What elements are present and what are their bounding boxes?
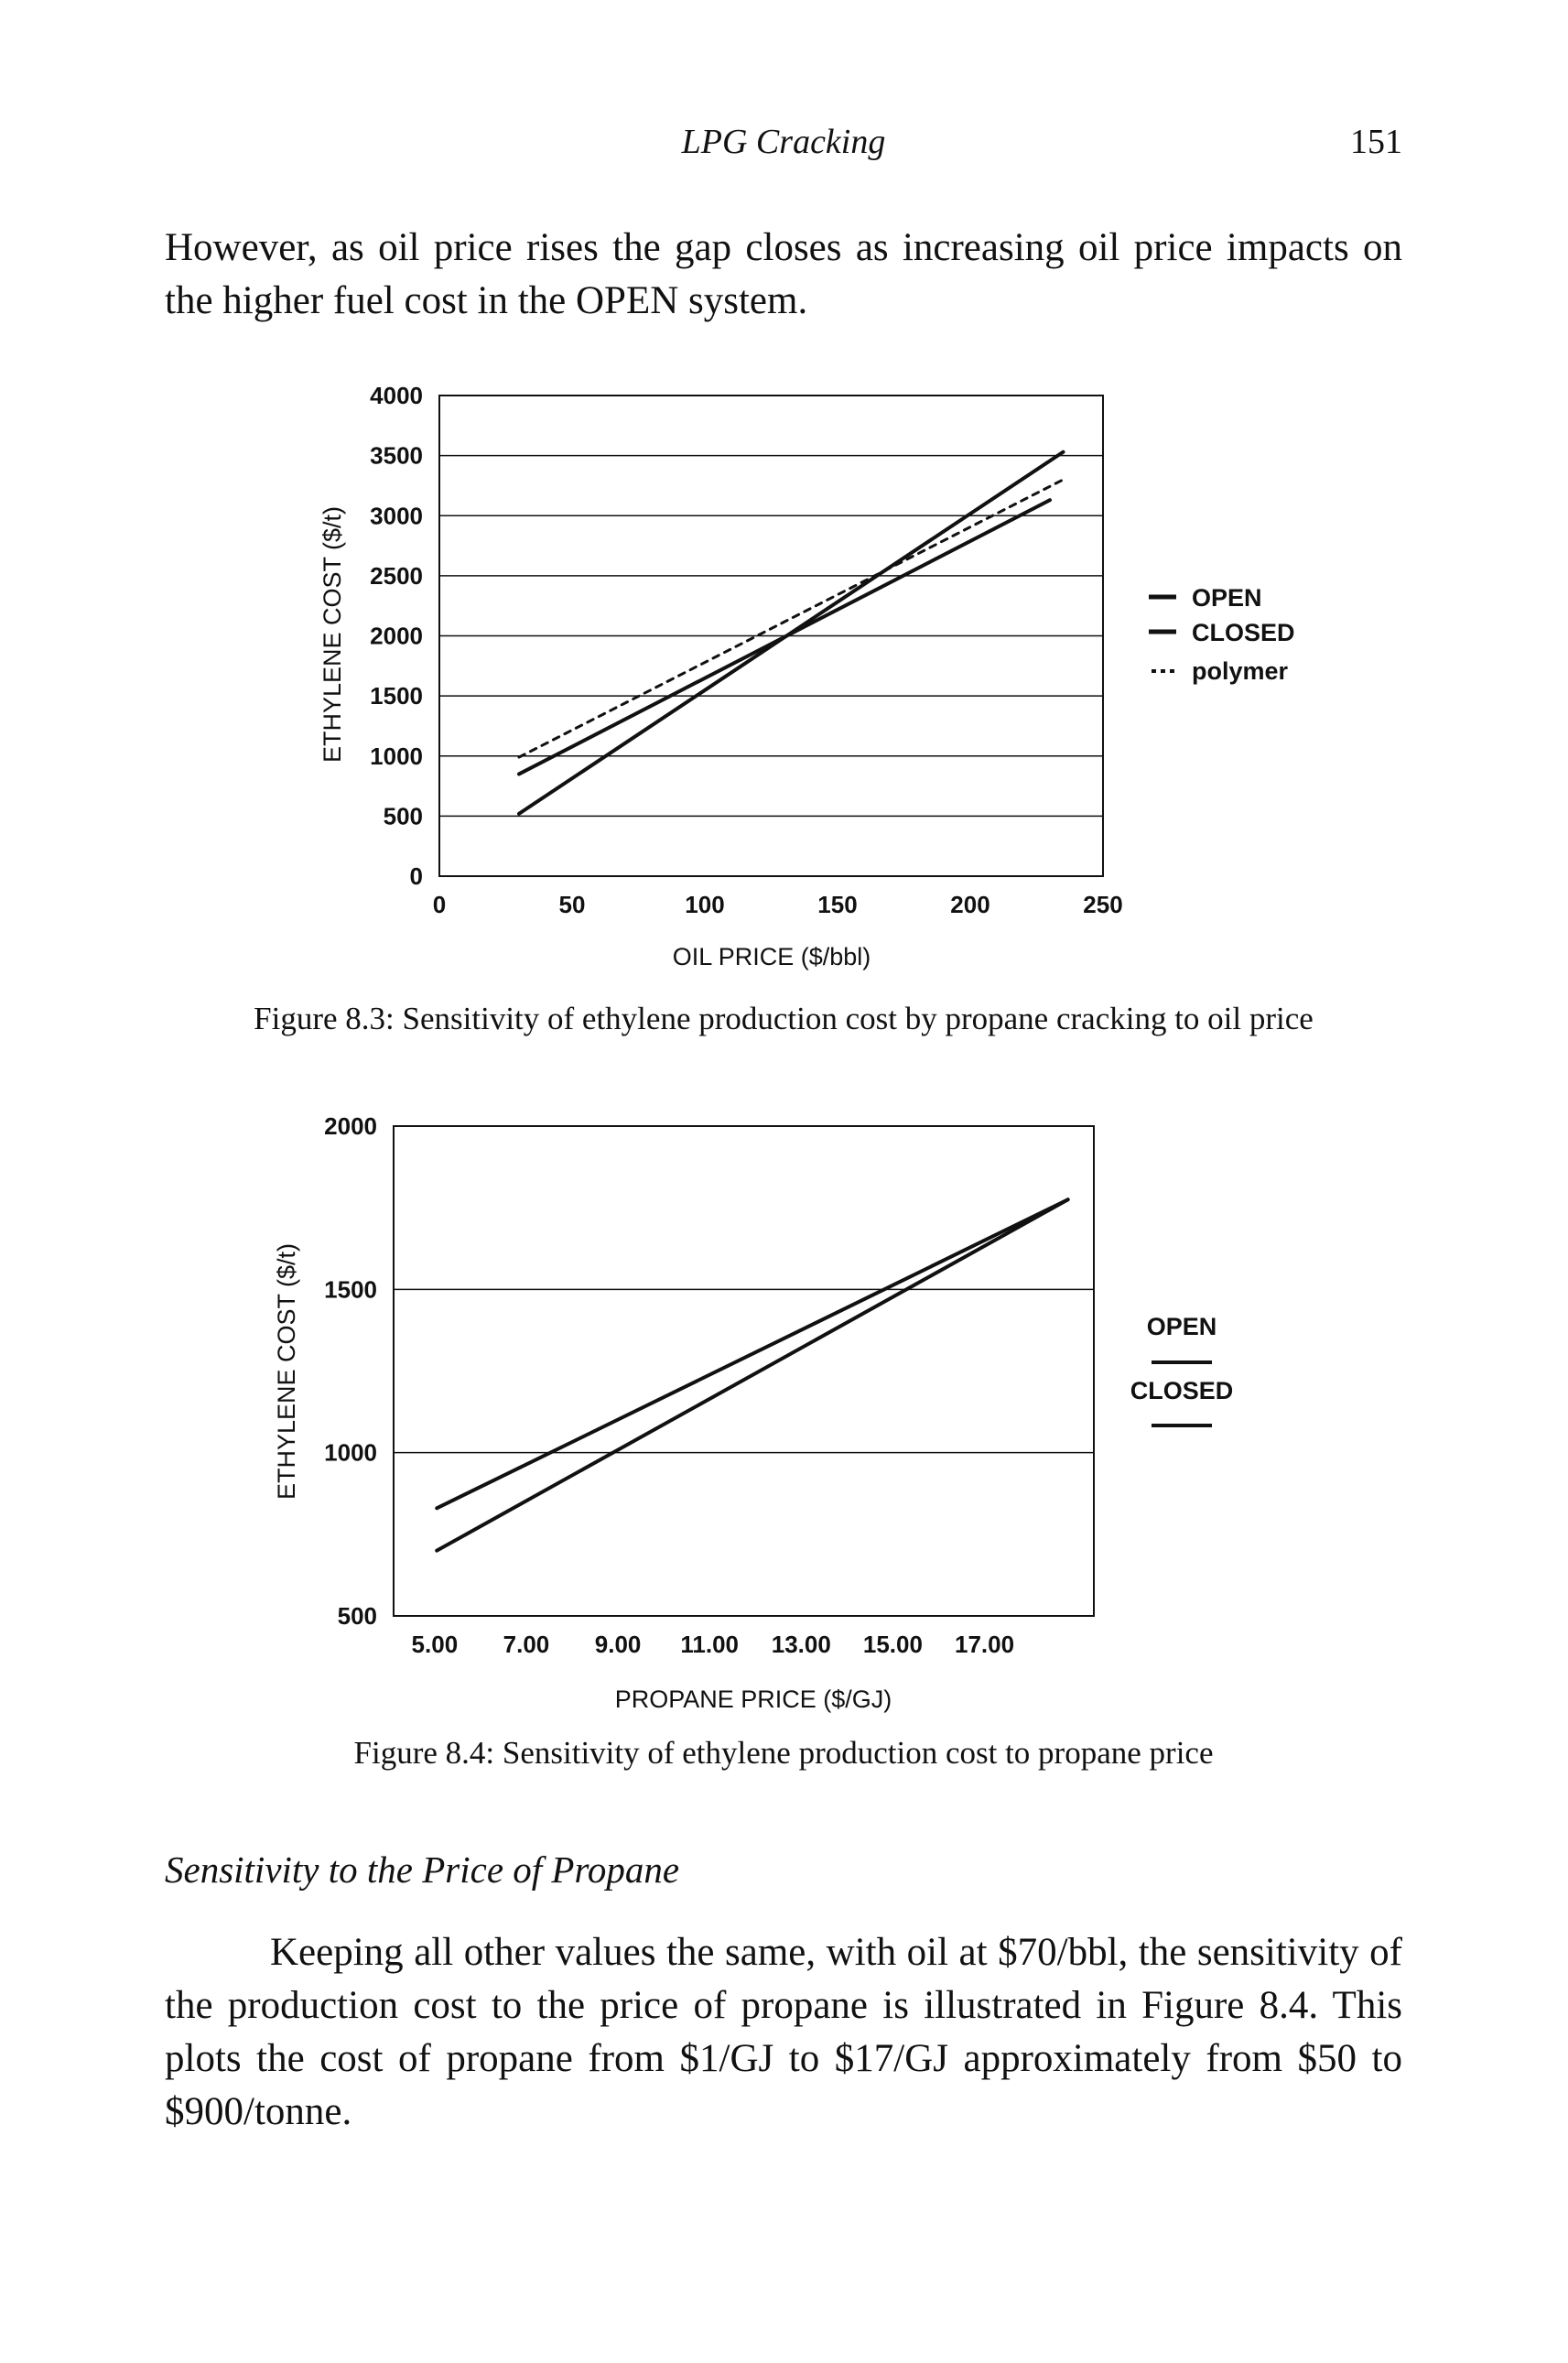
- x-tick-label: 100: [685, 891, 724, 918]
- legend-label-closed: CLOSED: [1192, 619, 1295, 646]
- y-tick-label: 0: [410, 862, 423, 890]
- y-tick-label: 1500: [370, 682, 423, 710]
- legend-label-open: OPEN: [1147, 1313, 1217, 1340]
- y-axis-title: ETHYLENE COST ($/t): [273, 1243, 300, 1500]
- x-tick-label: 150: [817, 891, 857, 918]
- legend-label-polymer: polymer: [1192, 657, 1289, 685]
- x-axis-title: OIL PRICE ($/bbl): [673, 943, 871, 970]
- x-tick-label: 5.00: [412, 1631, 459, 1658]
- legend: OPEN CLOSED: [1130, 1313, 1234, 1427]
- page-number: 151: [1350, 123, 1402, 161]
- figure-8-4-caption: Figure 8.4: Sensitivity of ethylene prod…: [353, 1735, 1214, 1771]
- figure-8-3-caption: Figure 8.3: Sensitivity of ethylene prod…: [254, 1001, 1314, 1036]
- x-tick-label: 9.00: [595, 1631, 642, 1658]
- x-tick-label: 11.00: [680, 1631, 739, 1658]
- y-tick-label: 3000: [370, 502, 423, 529]
- x-tick-label: 17.00: [955, 1631, 1014, 1658]
- x-tick-label: 250: [1083, 891, 1122, 918]
- body-paragraph-propane: Keeping all other values the same, with …: [165, 1931, 1402, 2133]
- x-tick-label: 200: [950, 891, 989, 918]
- plot-frame: [393, 1125, 1095, 1617]
- y-tick-label: 3500: [370, 442, 423, 470]
- legend-label-closed: CLOSED: [1130, 1377, 1234, 1404]
- y-tick-label: 2000: [324, 1112, 377, 1140]
- x-tick-label: 15.00: [863, 1631, 923, 1658]
- y-tick-label: 2500: [370, 562, 423, 590]
- y-tick-label: 1000: [370, 743, 423, 770]
- y-tick-label: 500: [384, 802, 423, 829]
- y-axis-title: ETHYLENE COST ($/t): [319, 506, 346, 763]
- y-tick-label: 2000: [370, 623, 423, 650]
- series-line-open: [435, 1198, 1070, 1553]
- legend-label-open: OPEN: [1192, 584, 1262, 612]
- x-tick-label: 13.00: [772, 1631, 831, 1658]
- y-tick-label: 1000: [324, 1439, 377, 1467]
- x-axis-title: PROPANE PRICE ($/GJ): [615, 1686, 892, 1713]
- x-tick-label: 7.00: [503, 1631, 550, 1658]
- figure-8-3-chart: 0 500 1000 1500 2000 2500 3000 3500 4000 0 50 100 1…: [319, 382, 1295, 970]
- series-line-closed: [517, 498, 1052, 776]
- x-tick-label: 50: [559, 891, 586, 918]
- body-paragraph-intro: However, as oil price rises the gap clos…: [165, 226, 1402, 322]
- y-tick-label: 500: [338, 1602, 377, 1630]
- y-tick-label: 4000: [370, 382, 423, 409]
- running-head: LPG Cracking 151: [165, 122, 1402, 168]
- y-tick-label: 1500: [324, 1275, 377, 1303]
- figure-8-4-chart: 500 1000 1500 2000 5.00 7.00 9.00 11.00 13.00 15…: [273, 1112, 1234, 1713]
- section-heading: Sensitivity to the Price of Propane: [165, 1848, 680, 1891]
- series-line-closed: [435, 1198, 1070, 1511]
- series-line-polymer: [517, 478, 1065, 759]
- legend: OPEN CLOSED polymer: [1149, 584, 1295, 685]
- running-title: LPG Cracking: [681, 123, 886, 161]
- x-tick-label: 0: [433, 891, 446, 918]
